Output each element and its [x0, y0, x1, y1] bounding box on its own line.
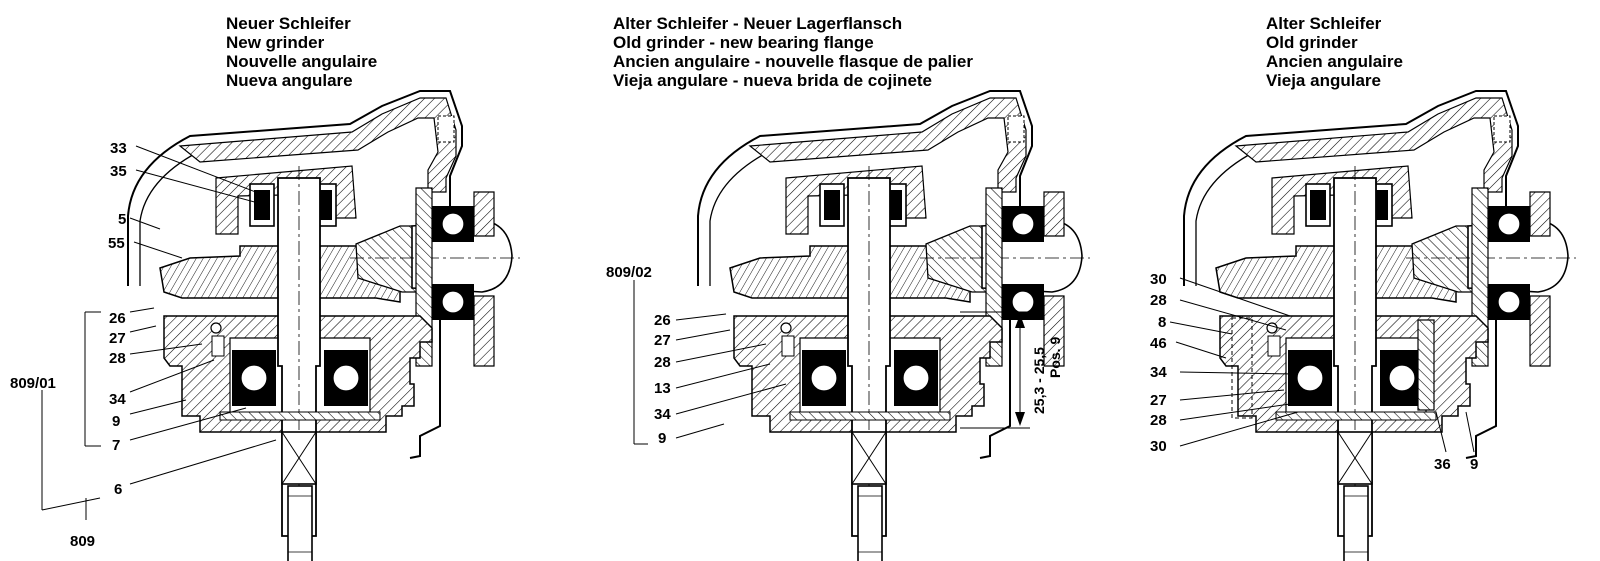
- label-809-02: 809/02: [606, 264, 652, 281]
- label-6: 6: [114, 481, 122, 498]
- label-33: 33: [110, 140, 127, 157]
- title-line-de: Alter Schleifer: [1266, 14, 1382, 33]
- label-46: 46: [1150, 335, 1167, 352]
- label-35: 35: [110, 163, 127, 180]
- title-line-fr: Nouvelle angulaire: [226, 52, 378, 71]
- label-28: 28: [1150, 292, 1167, 309]
- label-34: 34: [1150, 364, 1167, 381]
- label-30: 30: [1150, 438, 1167, 455]
- label-36: 36: [1434, 456, 1451, 473]
- title-line-fr: Ancien angulaire: [1266, 52, 1403, 71]
- label-27: 27: [654, 332, 671, 349]
- title-line-en: New grinder: [226, 33, 325, 52]
- label-809-01: 809/01: [10, 375, 56, 392]
- panel-old-new-flange-title: Alter Schleifer - Neuer Lagerflansch Old…: [613, 14, 973, 90]
- label-34: 34: [109, 391, 126, 408]
- panel-new-title: Neuer Schleifer New grinder Nouvelle ang…: [226, 14, 377, 90]
- title-line-fr: Ancien angulaire - nouvelle flasque de p…: [613, 52, 973, 71]
- label-27: 27: [1150, 392, 1167, 409]
- label-13: 13: [654, 380, 671, 397]
- label-26: 26: [654, 312, 671, 329]
- title-line-es: Vieja angulare - nueva brida de cojinete: [613, 71, 933, 90]
- label-7: 7: [112, 437, 120, 454]
- label-34: 34: [654, 406, 671, 423]
- title-line-en: Old grinder: [1266, 33, 1358, 52]
- dimension-value: 25,3 - 25,5: [1031, 347, 1047, 414]
- title-line-de: Neuer Schleifer: [226, 14, 351, 33]
- label-28: 28: [1150, 412, 1167, 429]
- title-line-de: Alter Schleifer - Neuer Lagerflansch: [613, 14, 903, 33]
- label-809: 809: [70, 533, 95, 550]
- assembly-old-grinder-new-flange: 809/02 26 27 28 13 34 9 25,3 - 25,5 Pos.…: [606, 90, 1091, 561]
- label-26: 26: [109, 310, 126, 327]
- label-9: 9: [112, 413, 120, 430]
- leader-lines: [633, 280, 1030, 445]
- title-line-en: Old grinder - new bearing flange: [613, 33, 874, 52]
- label-27: 27: [109, 330, 126, 347]
- set-screw-36: [1417, 319, 1435, 411]
- assembly-old-grinder: 30 28 8 46 34 27 28 30 36 9: [1150, 90, 1577, 561]
- label-30: 30: [1150, 271, 1167, 288]
- panel-old-title: Alter Schleifer Old grinder Ancien angul…: [1266, 14, 1403, 90]
- label-8: 8: [1158, 314, 1166, 331]
- label-9: 9: [1470, 456, 1478, 473]
- assembly-new-grinder: 33 35 5 55 26 27 28 34 9 7 6 809/01 809: [10, 90, 521, 561]
- title-line-es: Vieja angulare: [1266, 71, 1381, 90]
- label-5: 5: [118, 211, 126, 228]
- label-28: 28: [109, 350, 126, 367]
- leader-lines: [1169, 277, 1475, 453]
- label-55: 55: [108, 235, 125, 252]
- label-9: 9: [658, 430, 666, 447]
- title-line-es: Nueva angulare: [226, 71, 353, 90]
- leader-lines: [41, 145, 277, 520]
- label-28: 28: [654, 354, 671, 371]
- dimension-position-ref: Pos. 9: [1047, 337, 1063, 378]
